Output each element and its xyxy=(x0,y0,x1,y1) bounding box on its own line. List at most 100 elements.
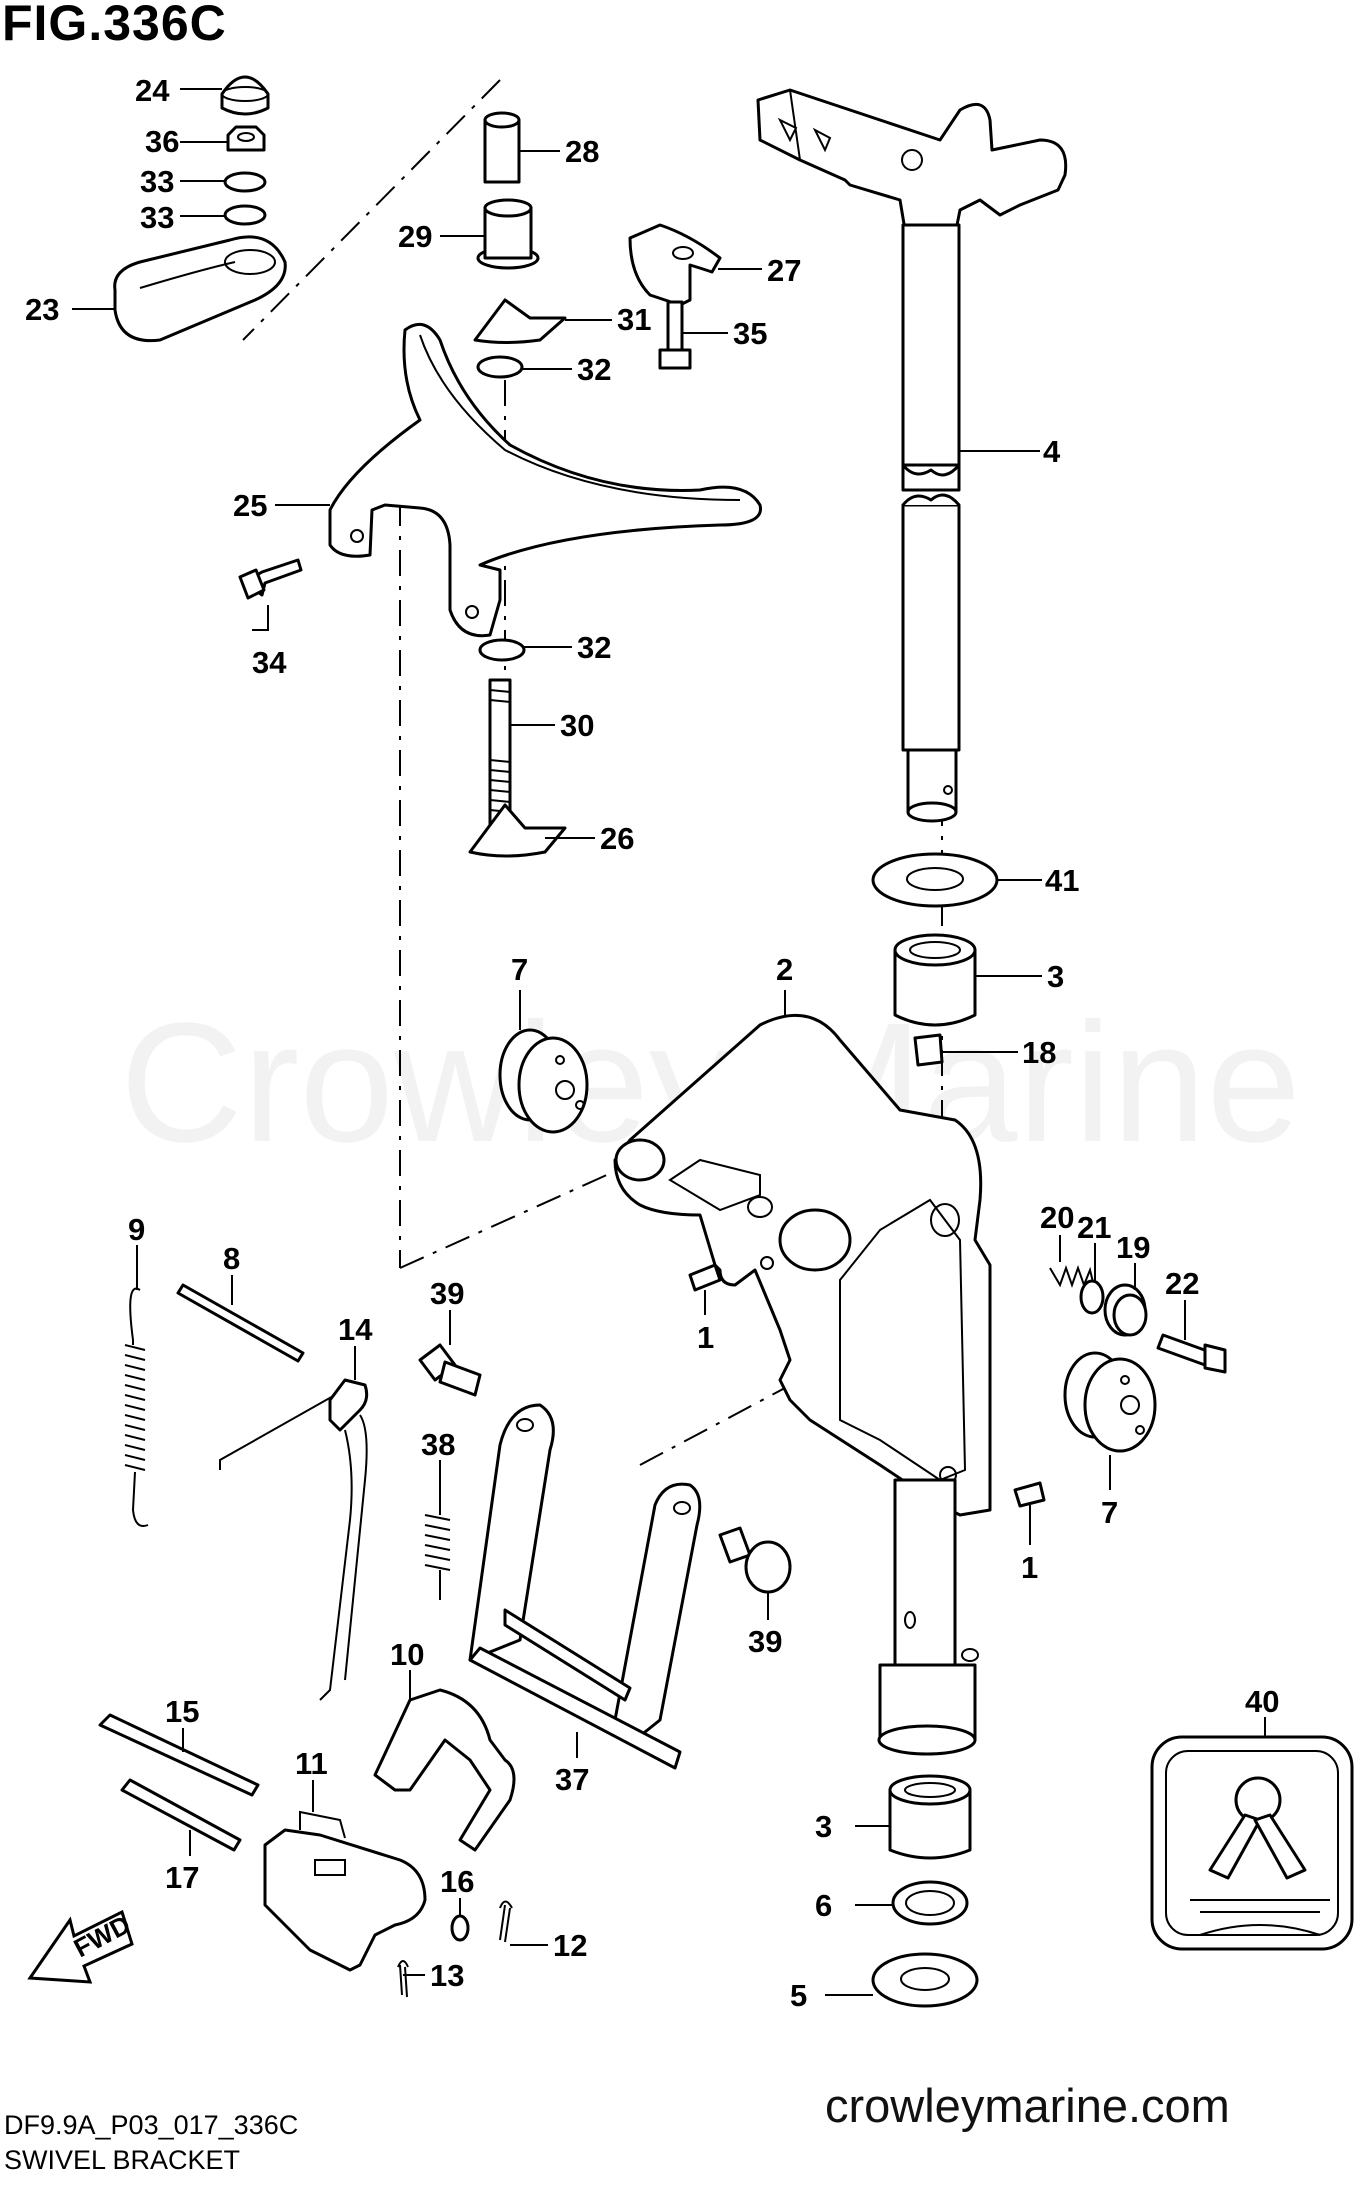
callout-34: 34 xyxy=(252,645,287,680)
callout-7-upper: 7 xyxy=(511,952,528,987)
link-rod-part xyxy=(219,1378,369,1701)
callout-13: 13 xyxy=(430,1958,464,1993)
pin-part-15 xyxy=(98,1713,260,1797)
decal-part xyxy=(1150,1735,1354,1951)
lever-arm-part xyxy=(113,235,287,343)
pin-part-8 xyxy=(176,1283,305,1363)
key-part xyxy=(913,1033,944,1067)
washer-part-lower xyxy=(478,638,526,662)
callout-3-upper: 3 xyxy=(1047,959,1064,994)
lower-bushing-part xyxy=(888,1774,972,1860)
callout-41: 41 xyxy=(1045,863,1079,898)
callout-16: 16 xyxy=(440,1864,474,1899)
assembly-line-top xyxy=(242,79,501,341)
plunger-part-19 xyxy=(1103,1283,1148,1337)
oil-seal-part xyxy=(891,1880,969,1926)
bolt-part-34 xyxy=(238,558,303,600)
lock-washer-part-lower xyxy=(223,204,267,226)
bushing-part xyxy=(476,198,540,270)
coil-spring-part xyxy=(424,1490,451,1600)
callout-36: 36 xyxy=(145,124,179,159)
callout-5: 5 xyxy=(790,1978,807,2013)
lower-tube-part xyxy=(877,1478,979,1756)
callout-39-lower: 39 xyxy=(748,1624,782,1659)
clamp-part xyxy=(373,1688,516,1852)
callout-11: 11 xyxy=(295,1746,328,1781)
pin-part-17 xyxy=(120,1778,242,1852)
washer-part-upper xyxy=(476,355,524,379)
thrust-washer-5 xyxy=(871,1952,979,2008)
bolt-part-22 xyxy=(1156,1333,1227,1374)
callout-35: 35 xyxy=(733,316,767,351)
assembly-line-lever xyxy=(639,1379,801,1466)
callout-9: 9 xyxy=(128,1212,145,1247)
bolt-part-35 xyxy=(658,300,692,370)
callout-27: 27 xyxy=(767,253,801,288)
plug-part-7-upper xyxy=(498,1028,589,1134)
callout-38: 38 xyxy=(421,1427,455,1462)
tilt-bracket-part xyxy=(328,322,762,638)
assembly-line-diag xyxy=(399,1159,641,1269)
callout-33-upper: 33 xyxy=(140,164,174,199)
clip-part xyxy=(628,223,722,307)
callout-22: 22 xyxy=(1165,1266,1199,1301)
swivel-bracket-part xyxy=(613,1013,992,1517)
callout-3-lower: 3 xyxy=(815,1809,832,1844)
cap-nut-part xyxy=(220,75,270,116)
split-pin-12 xyxy=(499,1900,513,1943)
stopper-plate-lower xyxy=(468,803,567,858)
callout-1-right: 1 xyxy=(1021,1550,1038,1585)
callout-18: 18 xyxy=(1022,1035,1056,1070)
leader-lines xyxy=(72,88,1266,1996)
callout-7-right: 7 xyxy=(1101,1495,1118,1530)
callout-23: 23 xyxy=(25,292,59,327)
thrust-washer-41 xyxy=(871,852,999,908)
shoulder-bolt-39-lower xyxy=(718,1526,792,1594)
figure-caption: SWIVEL BRACKET xyxy=(4,2145,241,2175)
tilt-lever-frame-part xyxy=(468,1403,702,1770)
plug-part-7-right xyxy=(1063,1351,1157,1453)
figure-title: FIG.336C xyxy=(2,0,227,51)
callout-6: 6 xyxy=(815,1888,832,1923)
upper-bushing-part xyxy=(893,933,977,1027)
spring-part-20 xyxy=(1049,1264,1096,1291)
forward-direction-arrow: FWD xyxy=(27,1909,135,1984)
split-pin-13 xyxy=(397,1960,409,1998)
callout-37: 37 xyxy=(555,1762,589,1797)
grease-nipple-left xyxy=(688,1263,722,1292)
ring-part-21 xyxy=(1079,1279,1105,1315)
callout-39-upper: 39 xyxy=(430,1276,464,1311)
steering-shaft-part xyxy=(756,88,1068,823)
callout-30: 30 xyxy=(560,708,594,743)
callout-33-lower: 33 xyxy=(140,200,174,235)
callout-40: 40 xyxy=(1245,1684,1279,1719)
washer-part-16 xyxy=(450,1914,470,1942)
callout-31: 31 xyxy=(617,302,651,337)
callout-32-lower: 32 xyxy=(577,630,611,665)
website-link[interactable]: crowleymarine.com xyxy=(825,2079,1230,2132)
callout-12: 12 xyxy=(553,1928,587,1963)
callout-2: 2 xyxy=(776,952,793,987)
callout-19: 19 xyxy=(1116,1230,1150,1265)
callout-4: 4 xyxy=(1043,434,1061,469)
shoulder-bolt-39-upper xyxy=(418,1343,482,1397)
hex-nut-part xyxy=(226,125,266,152)
collar-part xyxy=(483,111,521,184)
callout-17: 17 xyxy=(165,1860,199,1895)
lock-washer-part-upper xyxy=(223,171,267,193)
tension-spring-part xyxy=(124,1287,149,1527)
figure-code: DF9.9A_P03_017_336C xyxy=(4,2110,299,2140)
callout-26: 26 xyxy=(600,821,634,856)
callout-14: 14 xyxy=(338,1312,373,1347)
grease-nipple-right xyxy=(1013,1481,1046,1508)
stopper-plate-upper xyxy=(473,298,567,344)
clamp-lever-part xyxy=(263,1810,427,1972)
callout-28: 28 xyxy=(565,134,599,169)
callout-29: 29 xyxy=(398,219,432,254)
callout-15: 15 xyxy=(165,1694,199,1729)
callout-20: 20 xyxy=(1040,1200,1074,1235)
callout-1-left: 1 xyxy=(697,1320,714,1355)
callout-21: 21 xyxy=(1077,1210,1111,1245)
callout-25: 25 xyxy=(233,488,267,523)
